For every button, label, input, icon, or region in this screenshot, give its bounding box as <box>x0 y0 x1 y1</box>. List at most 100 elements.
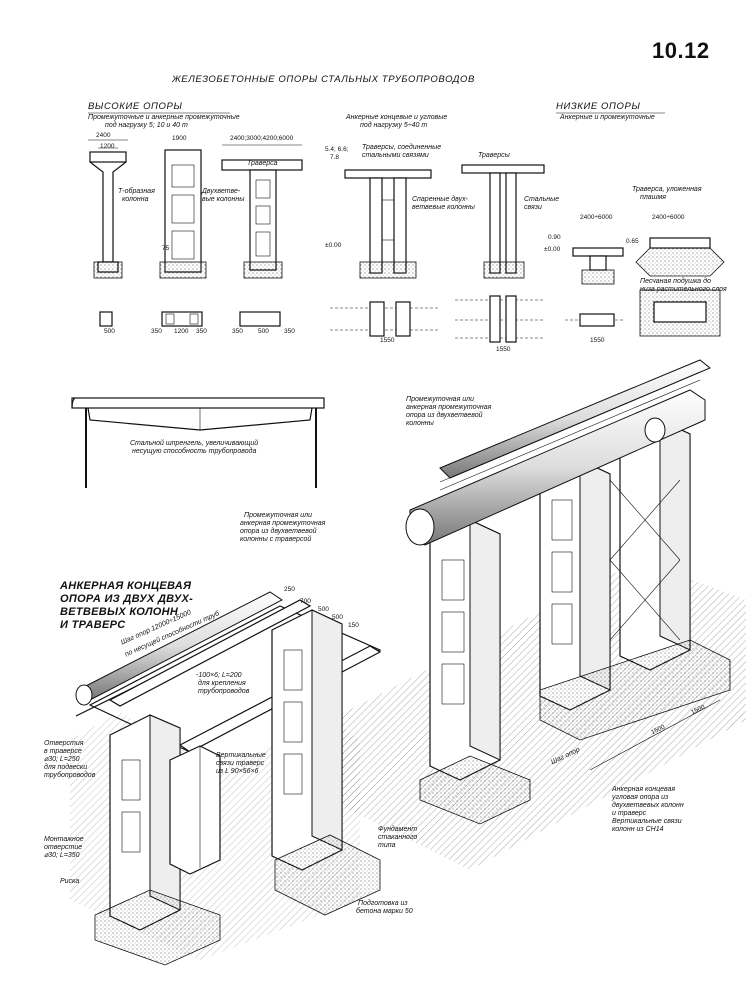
low-supports-caption: Анкерные и промежуточные <box>560 114 655 121</box>
dim-range: 2400;3000;4200;6000 <box>230 135 294 142</box>
concrete-2: бетона марки 50 <box>356 908 413 915</box>
page-title: ЖЕЛЕЗОБЕТОННЫЕ ОПОРЫ СТАЛЬНЫХ ТРУБОПРОВО… <box>172 74 475 85</box>
int-trav-1: Промежуточная или <box>244 512 312 519</box>
plans-row <box>99 295 625 343</box>
high-supports-heading: ВЫСОКИЕ ОПОРЫ <box>88 101 183 112</box>
perspective-left-support <box>70 591 382 966</box>
traverse-label: Траверса <box>247 160 278 167</box>
corner-4: и траверс <box>612 810 647 817</box>
foundation-2: стаканного <box>378 834 418 841</box>
int-trav-2: анкерная промежуточная <box>240 520 326 527</box>
dim-500-c: 500 <box>318 606 329 613</box>
dim-700: 700 <box>300 598 311 605</box>
corner-5: Вертикальные связи <box>612 818 682 825</box>
perspective-right-support <box>330 359 746 870</box>
low-support-elevation <box>572 237 725 337</box>
corner-1: Анкерная концевая <box>612 786 676 793</box>
two-branch-label-2: вые колонны <box>202 196 245 203</box>
steel-ties-1: Стальные <box>524 196 560 203</box>
mark-label: Риска <box>60 878 80 885</box>
elev-54: 5.4; 6.6; <box>325 146 349 153</box>
elev-0-b: ±0.00 <box>544 246 561 253</box>
vert-ties-2: связи траверс <box>216 760 265 767</box>
low-supports-heading: НИЗКИЕ ОПОРЫ <box>556 101 641 112</box>
dim-75: 75 <box>162 245 170 252</box>
anchor-end-heading-2: ОПОРА ИЗ ДВУХ ДВУХ- <box>60 593 194 605</box>
dim-1900: 1900 <box>172 135 187 142</box>
sand-note-1: Песчаная подушка до <box>640 278 711 285</box>
foundation-1: Фундамент <box>378 826 418 833</box>
int-anchor-2: анкерная промежуточная <box>406 404 492 411</box>
dim-500-d: 500 <box>332 614 343 621</box>
dim-1200: 1200 <box>100 143 115 150</box>
dim-350-a: 350 <box>151 328 162 335</box>
fix-label-2: для крепления <box>198 680 246 687</box>
foundation-3: типа <box>378 842 396 849</box>
traverses-tied-1: Траверсы, соединенные <box>362 144 442 151</box>
paired-label-2: ветвевые колонны <box>412 204 475 211</box>
dim-250: 250 <box>284 586 295 593</box>
intermediate-caption-1: Промежуточные и анкерные промежуточные <box>88 114 240 121</box>
dim-500-b: 500 <box>258 328 269 335</box>
anchor-end-heading-1: АНКЕРНАЯ КОНЦЕВАЯ <box>60 580 192 592</box>
int-anchor-4: колонны <box>406 420 434 427</box>
holes-2: в траверсе <box>44 748 82 755</box>
corner-3: двухветвевых колонн <box>612 802 684 809</box>
end-caption-2: под нагрузку 5÷40 т <box>360 122 428 129</box>
int-trav-3: опора из двухветвевой <box>240 528 317 535</box>
corner-2: угловая опора из <box>612 794 669 801</box>
paired-label-1: Спаренные двух- <box>412 196 468 203</box>
elev-090: 0.90 <box>548 234 561 241</box>
dim-350-d: 350 <box>284 328 295 335</box>
holes-4: для подвески <box>44 764 88 771</box>
dim-350-c: 350 <box>232 328 243 335</box>
truss-label-2: несущую способность трубопровода <box>132 448 257 455</box>
elev-78: 7.8 <box>330 154 340 161</box>
dim-1550-b: 1550 <box>496 346 511 353</box>
elev-065: 0.65 <box>626 238 639 245</box>
elev-0-a: ±0.00 <box>325 242 342 249</box>
mount-hole-1: Монтажное <box>44 836 84 843</box>
paired-columns-elevation <box>461 164 545 279</box>
concrete-1: Подготовка из <box>358 900 408 907</box>
sheet-number: 10.12 <box>652 38 710 63</box>
two-branch-label-1: Двухветве- <box>202 188 241 195</box>
column-with-traverse-elevation <box>221 144 303 279</box>
fix-label-3: трубопроводов <box>198 688 250 695</box>
corner-6: колонн из СН14 <box>612 826 664 833</box>
two-branch-column-elevation <box>159 149 207 279</box>
dim-1200-plan: 1200 <box>174 328 189 335</box>
dim-350-b: 350 <box>196 328 207 335</box>
crossbar-note-1: Траверса, уложенная <box>632 186 702 193</box>
int-anchor-1: Промежуточная или <box>406 396 474 403</box>
t-column-label-2: колонна <box>122 196 149 203</box>
sand-note-2: низа растительного слоя <box>640 286 727 293</box>
low-width-2: 2400÷6000 <box>652 214 685 221</box>
dim-150: 150 <box>348 622 359 629</box>
vert-ties-1: Вертикальные <box>216 752 266 759</box>
traverses-tied-2: стальными связями <box>362 152 429 159</box>
mount-hole-2: отверстие <box>44 844 83 851</box>
mount-hole-3: ⌀30; L=350 <box>44 852 80 859</box>
intermediate-caption-2: под нагрузку 5; 10 и 40 т <box>105 122 188 129</box>
anchor-end-heading-4: И ТРАВЕРС <box>60 619 126 631</box>
low-width: 2400÷6000 <box>580 214 613 221</box>
dim-500-a: 500 <box>104 328 115 335</box>
fix-label-1: -100×6; L=200 <box>196 672 242 679</box>
truss-elevation <box>71 397 325 488</box>
anchor-end-heading-3: ВЕТВЕВЫХ КОЛОНН <box>60 606 179 618</box>
traverses-label: Траверсы <box>478 152 510 159</box>
dim-1550-c: 1550 <box>590 337 605 344</box>
holes-1: Отверстия <box>44 740 84 747</box>
end-caption-1: Анкерные концевые и угловые <box>346 114 448 121</box>
dim-2400: 2400 <box>96 132 111 139</box>
int-trav-4: колонны с траверсой <box>240 536 312 543</box>
tied-traverses-elevation <box>344 169 432 279</box>
holes-3: ⌀30; L=250 <box>44 756 80 763</box>
t-column-elevation <box>88 139 128 279</box>
crossbar-note-2: плашмя <box>640 194 667 201</box>
int-anchor-3: опора из двухветвевой <box>406 412 483 419</box>
truss-label-1: Стальной шпренгель, увеличивающий <box>130 440 259 447</box>
